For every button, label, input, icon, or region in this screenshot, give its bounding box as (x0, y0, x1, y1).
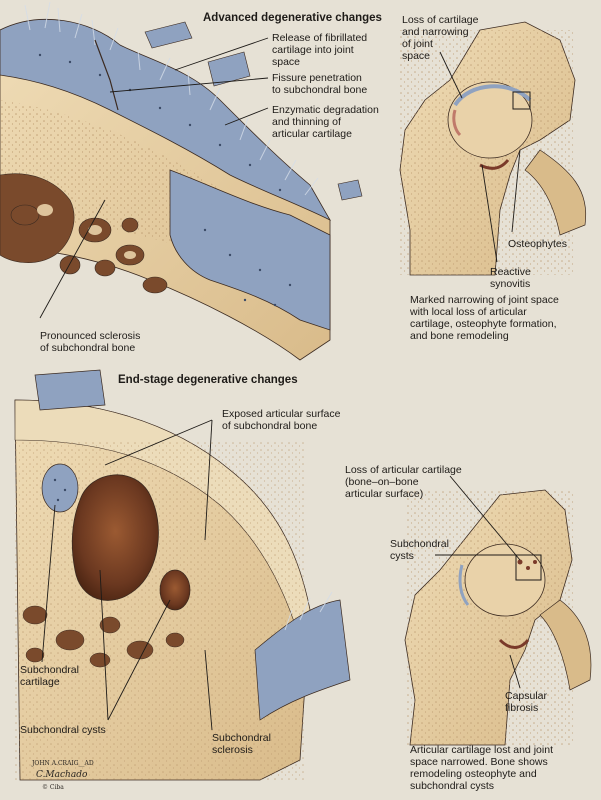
label-reactive-synovitis: Reactive synovitis (490, 266, 531, 290)
label-osteophytes: Osteophytes (508, 238, 567, 250)
label-subchondral-sclerosis: Subchondral sclerosis (212, 732, 271, 756)
label-pronounced-sclerosis: Pronounced sclerosis of subchondral bone (40, 330, 141, 354)
leader-lines (39, 37, 521, 731)
label-enzymatic-degradation: Enzymatic degradation and thinning of ar… (272, 104, 379, 140)
label-exposed-articular: Exposed articular surface of subchondral… (222, 408, 341, 432)
advanced-cartilage-block (0, 1, 363, 361)
label-capsular-fibrosis: Capsular fibrosis (505, 690, 548, 714)
label-subchondral-cysts-hip: Subchondral cysts (390, 538, 449, 562)
caption-advanced: Marked narrowing of joint space with loc… (410, 294, 559, 342)
label-subchondral-cysts: Subchondral cysts (20, 724, 106, 736)
cartilage-fragments (144, 21, 363, 201)
label-loss-articular-cartilage: Loss of articular cartilage (bone–on–bon… (345, 464, 462, 500)
label-release-fibrillated: Release of fibrillated cartilage into jo… (272, 32, 368, 68)
label-fissure-penetration: Fissure penetration to subchondral bone (272, 72, 368, 96)
endstage-hip-joint (404, 489, 592, 746)
trabecular-bone (0, 173, 168, 294)
large-subchondral-cyst (71, 474, 159, 601)
artist-signature-2: C.Machado (36, 770, 88, 780)
advanced-hip-joint (399, 21, 587, 276)
fibrillated-cartilage (0, 19, 332, 221)
endstage-bone-block (14, 369, 351, 781)
endstage-section-title: End-stage degenerative changes (118, 374, 298, 386)
label-subchondral-cartilage: Subchondral cartilage (20, 664, 79, 688)
artist-signature: JOHN A.CRAIG__AD (32, 760, 94, 767)
copyright-credit: © Ciba (42, 784, 64, 791)
advanced-section-title: Advanced degenerative changes (203, 12, 382, 24)
label-loss-narrowing: Loss of cartilage and narrowing of joint… (402, 14, 479, 62)
caption-endstage: Articular cartilage lost and joint space… (410, 744, 553, 792)
